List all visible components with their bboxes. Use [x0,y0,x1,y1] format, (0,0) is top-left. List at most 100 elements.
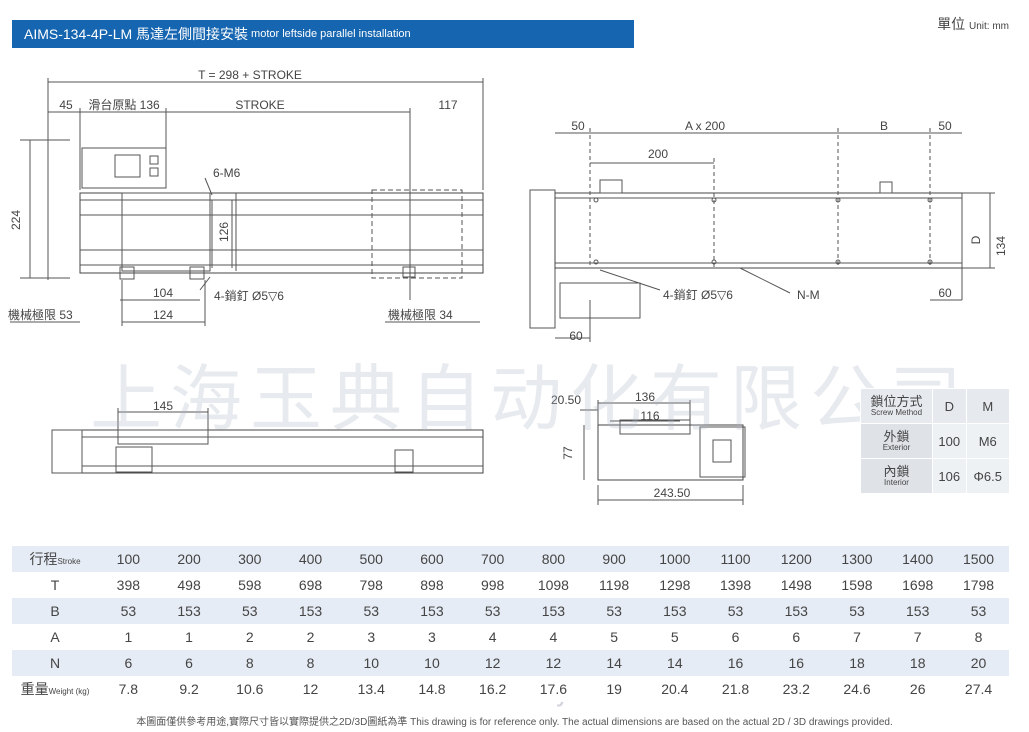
spec-cell: 53 [462,598,524,624]
dim-r50b: 50 [938,119,952,133]
screw-row-interior: 內鎖 Interior 106 Φ6.5 [860,458,1011,494]
dim-stroke: STROKE [235,98,284,112]
spec-cell: 6 [158,650,220,676]
dim-104: 104 [153,286,173,300]
spec-cell: 1300 [826,546,888,572]
spec-cell: 1500 [948,546,1009,572]
spec-row-label: T [12,572,98,598]
dim-pins-left: 4-銷釘 Ø5▽6 [214,288,284,303]
spec-cell: 20 [948,650,1009,676]
spec-cell: 24.6 [826,676,888,702]
title-sub: motor leftside parallel installation [251,28,411,40]
dim-b: B [880,119,888,133]
dim-pins-right: 4-銷釘 Ø5▽6 [663,287,733,302]
dim-124: 124 [153,308,173,322]
title-main: AIMS-134-4P-LM 馬達左側間接安裝 [24,26,249,42]
spec-cell: 27.4 [948,676,1009,702]
spec-row-label: 行程Stroke [12,546,98,572]
spec-cell: 153 [887,598,949,624]
screw-col-d: D [932,388,967,424]
spec-cell: 2 [280,624,341,650]
spec-cell: 498 [158,572,220,598]
spec-cell: 19 [583,676,645,702]
spec-cell: 153 [765,598,827,624]
spec-cell: 300 [219,546,281,572]
dim-e77: 77 [561,446,575,460]
dim-e2050: 20.50 [551,393,581,407]
spec-cell: 1400 [887,546,949,572]
dim-45: 45 [59,98,73,112]
dim-r50a: 50 [571,119,585,133]
unit-label: 單位 Unit: mm [937,16,1009,32]
spec-cell: 12 [523,650,584,676]
spec-cell: 898 [401,572,463,598]
spec-row-label: B [12,598,98,624]
spec-cell: 18 [887,650,949,676]
spec-cell: 18 [826,650,888,676]
spec-cell: 400 [280,546,341,572]
spec-cell: 3 [340,624,402,650]
spec-cell: 10.6 [219,676,281,702]
spec-cell: 1 [98,624,159,650]
spec-cell: 53 [219,598,281,624]
dim-126: 126 [217,222,231,242]
dim-origin: 滑台原點 136 [88,97,160,112]
spec-cell: 2 [219,624,281,650]
spec-cell: 12 [462,650,524,676]
spec-cell: 53 [705,598,766,624]
technical-drawing: T = 298 + STROKE 45 滑台原點 136 STROKE 117 … [8,68,1008,505]
screw-header-cell: 鎖位方式 Screw Method [860,388,933,424]
spec-cell: 700 [462,546,524,572]
spec-cell: 10 [401,650,463,676]
spec-cell: 1398 [705,572,766,598]
spec-cell: 8 [219,650,281,676]
spec-cell: 6 [705,624,766,650]
spec-cell: 153 [280,598,341,624]
spec-cell: 398 [98,572,159,598]
spec-cell: 1 [158,624,220,650]
dim-e24350: 243.50 [654,486,691,500]
spec-cell: 153 [401,598,463,624]
dim-ax200: A x 200 [685,119,725,133]
spec-cell: 21.8 [705,676,766,702]
spec-cell: 1798 [948,572,1009,598]
spec-cell: 3 [401,624,463,650]
spec-cell: 16 [705,650,766,676]
spec-cell: 16.2 [462,676,524,702]
dim-224: 224 [9,210,23,230]
dim-d: D [969,235,983,244]
screw-method-table: 鎖位方式 Screw Method D M 外鎖 Exterior 100 M6… [860,388,1011,494]
spec-cell: 8 [948,624,1009,650]
spec-cell: 200 [158,546,220,572]
spec-row-label: A [12,624,98,650]
spec-cell: 1000 [644,546,706,572]
spec-cell: 600 [401,546,463,572]
spec-cell: 14 [583,650,645,676]
spec-cell: 8 [280,650,341,676]
spec-cell: 4 [462,624,524,650]
spec-cell: 900 [583,546,645,572]
spec-cell: 17.6 [523,676,584,702]
spec-row-label: N [12,650,98,676]
screw-row-exterior: 外鎖 Exterior 100 M6 [860,423,1011,459]
dim-limit-left: 機械極限 53 [8,307,73,322]
dim-limit-right: 機械極限 34 [388,307,453,322]
spec-cell: 153 [644,598,706,624]
title-bar: AIMS-134-4P-LM 馬達左側間接安裝 motor leftside p… [12,20,634,48]
spec-cell: 800 [523,546,584,572]
dim-e116: 116 [640,409,659,423]
spec-cell: 7.8 [98,676,159,702]
spec-cell: 7 [826,624,888,650]
spec-cell: 16 [765,650,827,676]
spec-cell: 26 [887,676,949,702]
dim-b145: 145 [153,399,173,413]
spec-cell: 1200 [765,546,827,572]
spec-cell: 500 [340,546,402,572]
spec-cell: 23.2 [765,676,827,702]
